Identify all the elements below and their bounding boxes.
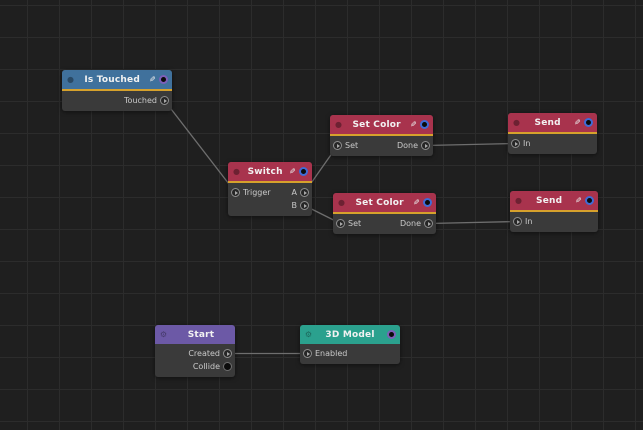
node-title: Send [534,117,561,128]
node-send-1[interactable]: ● Send ✎ In [508,113,597,154]
gear-icon: ⚙ [159,329,168,339]
port-label: Set [345,140,359,150]
toggle-circle-icon[interactable] [420,120,429,129]
accent-bar [333,212,436,214]
toggle-circle-icon[interactable] [584,118,593,127]
port-label: A [291,187,297,197]
node-send-2[interactable]: ● Send ✎ In [510,191,598,232]
output-port-touched[interactable] [160,96,169,105]
accent-bar [330,134,433,136]
node-header[interactable]: ● Is Touched ✎ [62,70,172,89]
node-header[interactable]: ● Send ✎ [508,113,597,132]
node-header[interactable]: ● Set Color ✎ [330,115,433,134]
port-label: Touched [124,95,157,105]
node-type-icon: ● [67,74,74,84]
node-title: 3D Model [325,329,375,340]
input-port-set[interactable] [333,141,342,150]
edit-pencil-icon[interactable]: ✎ [575,195,582,205]
node-title: Start [187,329,215,340]
node-type-icon: ● [233,166,240,176]
node-header[interactable]: ● Set Color ✎ [333,193,436,212]
edit-pencil-icon[interactable]: ✎ [289,166,296,176]
port-label: Done [396,140,418,150]
accent-bar [62,89,172,91]
output-port-done[interactable] [424,219,433,228]
edit-pencil-icon[interactable]: ✎ [410,119,417,129]
toggle-circle-icon[interactable] [387,330,396,339]
port-label: Set [348,218,362,228]
port-label: Collide [192,361,220,371]
output-port-created[interactable] [223,349,232,358]
port-label: Trigger [243,187,271,197]
node-start[interactable]: ⚙ Start Created Collide [155,325,235,377]
node-type-icon: ● [513,117,520,127]
port-label: B [291,200,298,210]
node-set-color-2[interactable]: ● Set Color ✎ Set Done [333,193,436,234]
node-header[interactable]: ● Switch ✎ [228,162,312,181]
node-3d-model[interactable]: ⚙ 3D Model Enabled [300,325,400,364]
port-label: Enabled [315,348,348,358]
node-title: Set Color [352,119,401,130]
node-title: Switch [247,166,283,177]
node-type-icon: ● [338,197,345,207]
input-port-in[interactable] [511,139,520,148]
port-label: In [523,138,531,148]
node-switch[interactable]: ● Switch ✎ Trigger A B [228,162,312,216]
edit-pencil-icon[interactable]: ✎ [149,74,156,84]
edit-pencil-icon[interactable]: ✎ [413,197,420,207]
output-port-a[interactable] [300,188,309,197]
port-label: Created [188,348,220,358]
accent-bar [508,132,597,134]
edit-pencil-icon[interactable]: ✎ [574,117,581,127]
node-title: Set Color [355,197,404,208]
port-label: In [525,216,533,226]
toggle-circle-icon[interactable] [159,75,168,84]
node-type-icon: ● [335,119,342,129]
node-header[interactable]: ⚙ Start [155,325,235,344]
input-port-trigger[interactable] [231,188,240,197]
output-port-b[interactable] [300,201,309,210]
node-header[interactable]: ⚙ 3D Model [300,325,400,344]
toggle-circle-icon[interactable] [423,198,432,207]
output-port-collide[interactable] [223,362,232,371]
node-title: Send [536,195,563,206]
accent-bar [510,210,598,212]
node-type-icon: ● [515,195,522,205]
node-is-touched[interactable]: ● Is Touched ✎ Touched [62,70,172,111]
node-title: Is Touched [84,74,140,85]
toggle-circle-icon[interactable] [585,196,594,205]
accent-bar [228,181,312,183]
input-port-in[interactable] [513,217,522,226]
gear-icon: ⚙ [304,329,313,339]
port-label: Done [399,218,421,228]
node-set-color-1[interactable]: ● Set Color ✎ Set Done [330,115,433,156]
input-port-enabled[interactable] [303,349,312,358]
input-port-set[interactable] [336,219,345,228]
output-port-done[interactable] [421,141,430,150]
toggle-circle-icon[interactable] [299,167,308,176]
node-header[interactable]: ● Send ✎ [510,191,598,210]
